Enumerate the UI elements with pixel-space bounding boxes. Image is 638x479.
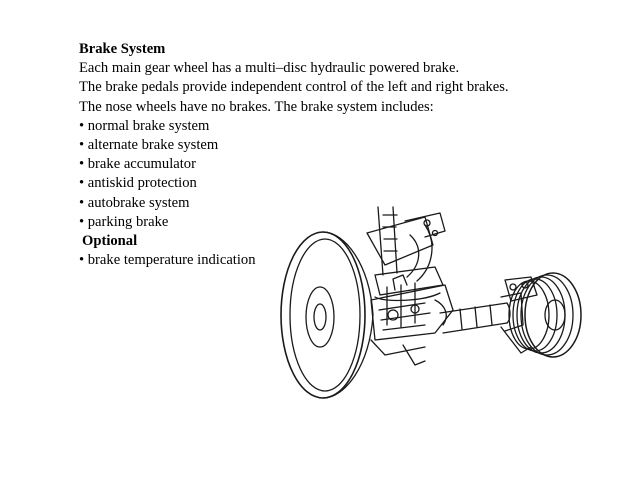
slide-title: Brake System [79,41,166,57]
bullet-item: • brake accumulator [79,156,196,173]
brake-disc-icon [500,272,582,358]
text-block: Brake System Each main gear wheel has a … [79,40,579,270]
optional-heading: Optional [82,233,138,250]
bullet-item: • antiskid protection [79,175,197,192]
bullet-item: • alternate brake system [79,137,219,154]
paragraph-line: The brake pedals provide independent con… [79,79,509,96]
strut-icon [366,206,446,328]
tire-icon [280,231,374,399]
axle-icon [439,302,511,334]
bullet-item: • autobrake system [79,194,190,211]
bullet-item: • parking brake [79,213,169,230]
paragraph-line: Each main gear wheel has a multi–disc hy… [79,60,460,77]
paragraph-line: The nose wheels have no brakes. The brak… [79,98,434,115]
landing-gear-illustration [280,206,582,399]
brake-housing-icon [370,274,454,366]
bullet-item: • brake temperature indication [79,252,256,269]
bullet-item: • normal brake system [79,117,210,134]
